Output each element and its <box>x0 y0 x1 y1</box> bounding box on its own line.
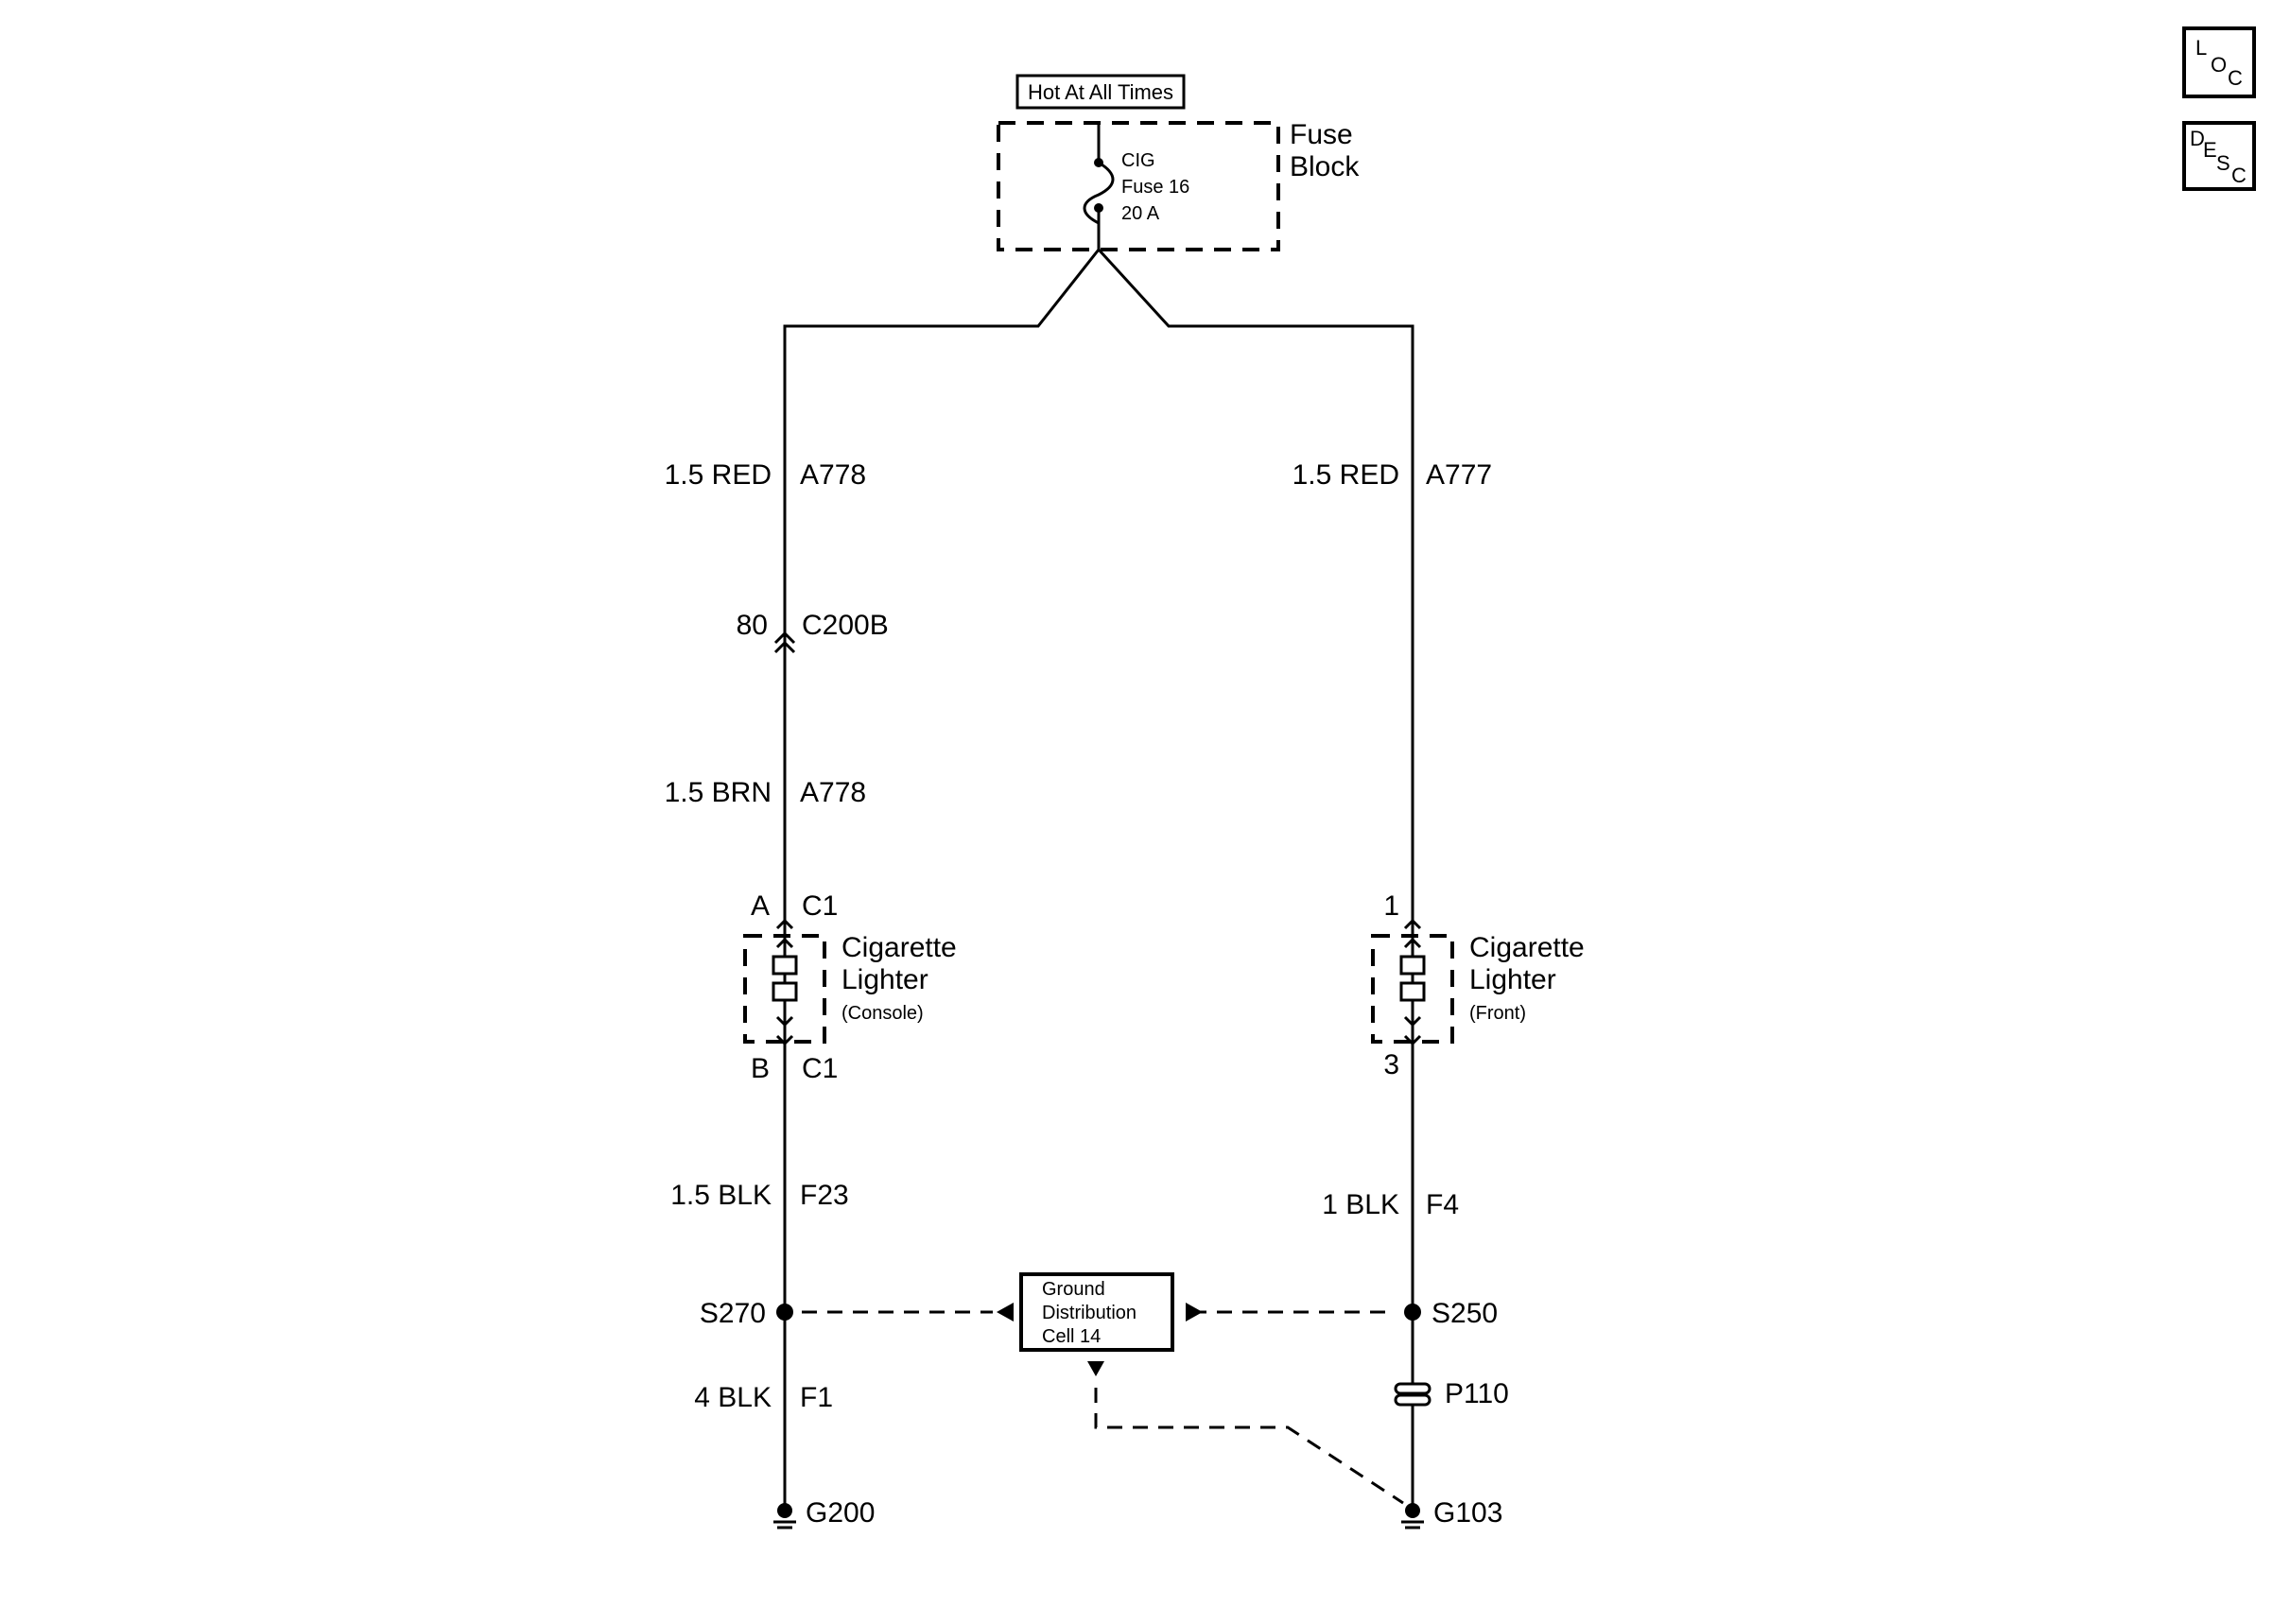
left-lighter-conn-top: C1 <box>802 890 838 922</box>
g200-label: G200 <box>806 1497 875 1529</box>
g200-ground-icon <box>773 1503 796 1529</box>
s270-label: S270 <box>700 1298 766 1329</box>
c200b-id: C200B <box>802 610 889 641</box>
left-lighter-top-terminal-icon <box>775 918 794 930</box>
fuse-block-label-1: Fuse <box>1290 119 1353 150</box>
ground-distribution-link[interactable]: Ground Distribution Cell 14 <box>1019 1272 1174 1352</box>
right-wire2-circuit: F4 <box>1426 1189 1459 1220</box>
right-lighter-name-2: Lighter <box>1469 964 1556 995</box>
left-wire2-circuit: A778 <box>800 777 866 808</box>
left-wire3-circuit: F23 <box>800 1180 849 1211</box>
left-wire3-gauge: 1.5 BLK <box>670 1180 772 1211</box>
svg-text:C: C <box>2231 164 2247 187</box>
right-lighter-pin-bottom: 3 <box>1383 1049 1399 1080</box>
g103-label: G103 <box>1433 1497 1502 1529</box>
gd-line3: Cell 14 <box>1042 1326 1101 1347</box>
gd-link-ground <box>1094 1388 1404 1505</box>
left-lighter-name-2: Lighter <box>842 964 928 995</box>
left-wire1-gauge: 1.5 RED <box>665 459 772 491</box>
left-lighter-conn-bottom: C1 <box>802 1053 838 1084</box>
left-lighter-element-icon <box>772 931 798 1049</box>
s250-splice-icon <box>1404 1304 1421 1321</box>
right-wire2-gauge: 1 BLK <box>1322 1189 1399 1220</box>
fuse-name: CIG <box>1121 150 1155 171</box>
fuse-rating: 20 A <box>1121 203 1160 224</box>
s250-label: S250 <box>1431 1298 1498 1329</box>
right-lighter-top-terminal-icon <box>1403 918 1422 930</box>
desc-icon[interactable]: D E S C <box>2182 121 2256 191</box>
right-wire1-circuit: A777 <box>1426 459 1492 491</box>
right-feed-wire <box>1097 248 1414 931</box>
left-wire4-gauge: 4 BLK <box>694 1382 772 1413</box>
svg-text:O: O <box>2211 53 2227 77</box>
p110-passthrough-icon <box>1394 1382 1431 1407</box>
gd-arrow-right-icon <box>1186 1303 1203 1322</box>
fuse-number: Fuse 16 <box>1121 177 1189 198</box>
svg-text:C: C <box>2228 66 2243 90</box>
c200b-connector-icon <box>773 631 796 654</box>
left-lighter-name-1: Cigarette <box>842 932 957 963</box>
gd-arrow-left-icon <box>997 1303 1014 1322</box>
right-lighter-location: (Front) <box>1469 1003 1526 1024</box>
left-wire1-circuit: A778 <box>800 459 866 491</box>
fuse-block-label-2: Block <box>1290 151 1360 182</box>
loc-icon[interactable]: L O C <box>2182 26 2256 98</box>
c200b-pin: 80 <box>737 610 768 641</box>
right-lighter-element-icon <box>1399 931 1426 1049</box>
gd-line2: Distribution <box>1042 1303 1136 1323</box>
svg-text:L: L <box>2195 36 2207 60</box>
left-wire2-gauge: 1.5 BRN <box>665 777 772 808</box>
left-lighter-pin-top: A <box>751 890 770 922</box>
svg-text:E: E <box>2203 138 2217 162</box>
right-lighter-name-1: Cigarette <box>1469 932 1585 963</box>
gd-line1: Ground <box>1042 1279 1105 1300</box>
left-feed-wire <box>783 249 1101 931</box>
hot-label-box <box>1015 74 1186 110</box>
left-wire4-circuit: F1 <box>800 1382 833 1413</box>
gd-arrow-down-icon <box>1087 1361 1104 1376</box>
p110-label: P110 <box>1445 1378 1509 1409</box>
svg-text:D: D <box>2190 127 2205 150</box>
g103-ground-icon <box>1401 1503 1424 1529</box>
fuse-icon <box>1083 161 1115 225</box>
svg-text:S: S <box>2216 151 2230 175</box>
right-wire1-gauge: 1.5 RED <box>1293 459 1399 491</box>
left-lighter-pin-bottom: B <box>751 1053 770 1084</box>
s270-splice-icon <box>776 1304 793 1321</box>
fuse-block-outline <box>997 121 1280 251</box>
right-lighter-pin-top: 1 <box>1383 890 1399 922</box>
hot-label: Hot At All Times <box>1028 80 1173 104</box>
left-lighter-location: (Console) <box>842 1003 924 1024</box>
